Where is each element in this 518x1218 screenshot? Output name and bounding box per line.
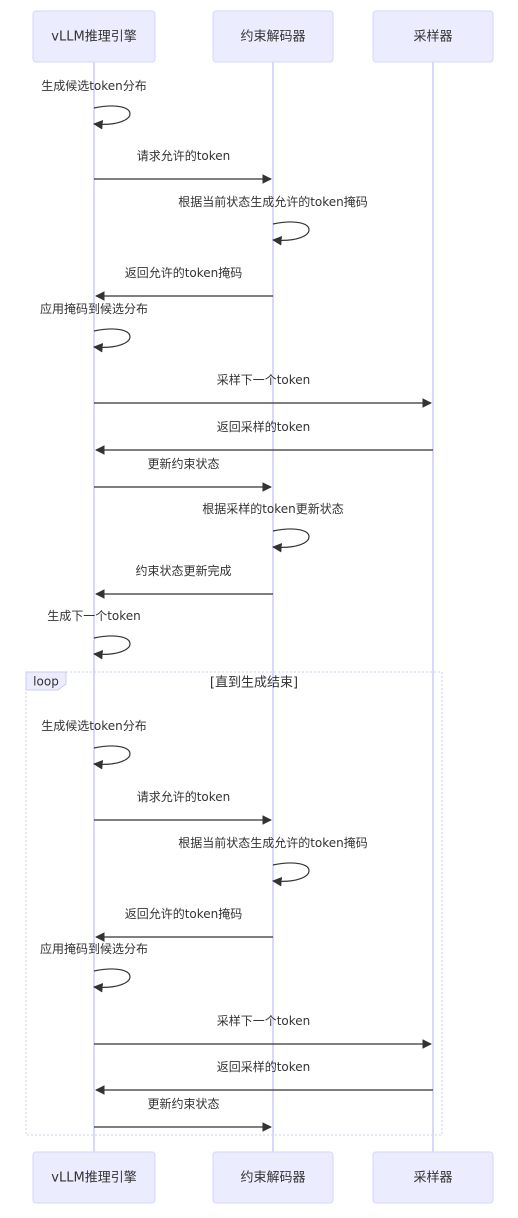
message: 根据采样的token更新状态 xyxy=(202,501,344,553)
self-message-arrow xyxy=(93,745,131,770)
self-message-arrow xyxy=(93,105,131,130)
message: 根据当前状态生成允许的token掩码 xyxy=(178,835,368,887)
actor-label: vLLM推理引擎 xyxy=(51,1171,136,1186)
lifelines xyxy=(93,62,434,1152)
self-message-arrow xyxy=(272,862,310,887)
message-label: 返回采样的token xyxy=(217,419,311,434)
message: 生成候选token分布 xyxy=(41,79,147,130)
message-label: 生成候选token分布 xyxy=(41,79,147,93)
message: 根据当前状态生成允许的token掩码 xyxy=(178,194,368,246)
message-label: 请求允许的token xyxy=(137,789,231,804)
message: 返回采样的token xyxy=(95,1059,433,1095)
actor-label: 约束解码器 xyxy=(240,30,305,45)
loop-label: loop xyxy=(33,675,59,689)
message-label: 生成下一个token xyxy=(47,609,141,623)
actor-decoder-top: 约束解码器 xyxy=(212,10,334,63)
message: 请求允许的token xyxy=(94,148,272,184)
message: 返回采样的token xyxy=(95,419,433,455)
message: 生成下一个token xyxy=(47,609,141,660)
message-label: 采样下一个token xyxy=(217,1013,311,1028)
actor-label: 约束解码器 xyxy=(240,1171,305,1186)
actor-engine-top: vLLM推理引擎 xyxy=(32,10,156,63)
message-label: 生成候选token分布 xyxy=(41,719,147,733)
messages: 生成候选token分布请求允许的token根据当前状态生成允许的token掩码返… xyxy=(40,79,433,1132)
message-label: 更新约束状态 xyxy=(147,456,219,471)
message: 约束状态更新完成 xyxy=(95,563,273,599)
message: 返回允许的token掩码 xyxy=(95,906,273,942)
message-label: 返回允许的token掩码 xyxy=(125,906,243,921)
loop-condition: [直到生成结束] xyxy=(210,676,298,691)
actor-label: 采样器 xyxy=(413,1171,452,1186)
message-label: 请求允许的token xyxy=(137,148,231,163)
self-message-arrow xyxy=(93,968,131,993)
message-label: 更新约束状态 xyxy=(147,1096,219,1111)
message-label: 约束状态更新完成 xyxy=(135,563,231,578)
self-message-arrow xyxy=(272,221,310,246)
actor-decoder-bottom: 约束解码器 xyxy=(212,1151,334,1204)
loop-tab xyxy=(25,671,67,691)
message-label: 根据当前状态生成允许的token掩码 xyxy=(178,194,368,209)
actor-label: 采样器 xyxy=(413,30,452,45)
self-message-arrow xyxy=(93,328,131,353)
message: 采样下一个token xyxy=(94,1013,432,1049)
message-label: 返回采样的token xyxy=(217,1059,311,1074)
self-message-arrow xyxy=(272,528,310,553)
self-message-arrow xyxy=(93,635,131,660)
message: 返回允许的token掩码 xyxy=(95,265,273,301)
message-label: 根据当前状态生成允许的token掩码 xyxy=(178,835,368,850)
loop-box xyxy=(25,671,443,1136)
message: 更新约束状态 xyxy=(94,456,272,492)
loop-frame: loop [直到生成结束] xyxy=(25,671,443,1136)
actors-top: vLLM推理引擎 约束解码器 采样器 xyxy=(32,10,494,63)
message-label: 应用掩码到候选分布 xyxy=(40,301,148,316)
message-label: 根据采样的token更新状态 xyxy=(202,501,344,516)
message-label: 采样下一个token xyxy=(217,372,311,387)
message-label: 应用掩码到候选分布 xyxy=(40,941,148,956)
actor-sampler-bottom: 采样器 xyxy=(372,1151,494,1204)
actor-engine-bottom: vLLM推理引擎 xyxy=(32,1151,156,1204)
actor-label: vLLM推理引擎 xyxy=(51,30,136,45)
message: 更新约束状态 xyxy=(94,1096,272,1132)
message: 生成候选token分布 xyxy=(41,719,147,770)
message: 应用掩码到候选分布 xyxy=(40,941,148,993)
message: 应用掩码到候选分布 xyxy=(40,301,148,353)
message: 请求允许的token xyxy=(94,789,272,825)
actor-sampler-top: 采样器 xyxy=(372,10,494,63)
actors-bottom: vLLM推理引擎 约束解码器 采样器 xyxy=(32,1151,494,1204)
message-label: 返回允许的token掩码 xyxy=(125,265,243,280)
message: 采样下一个token xyxy=(94,372,432,408)
